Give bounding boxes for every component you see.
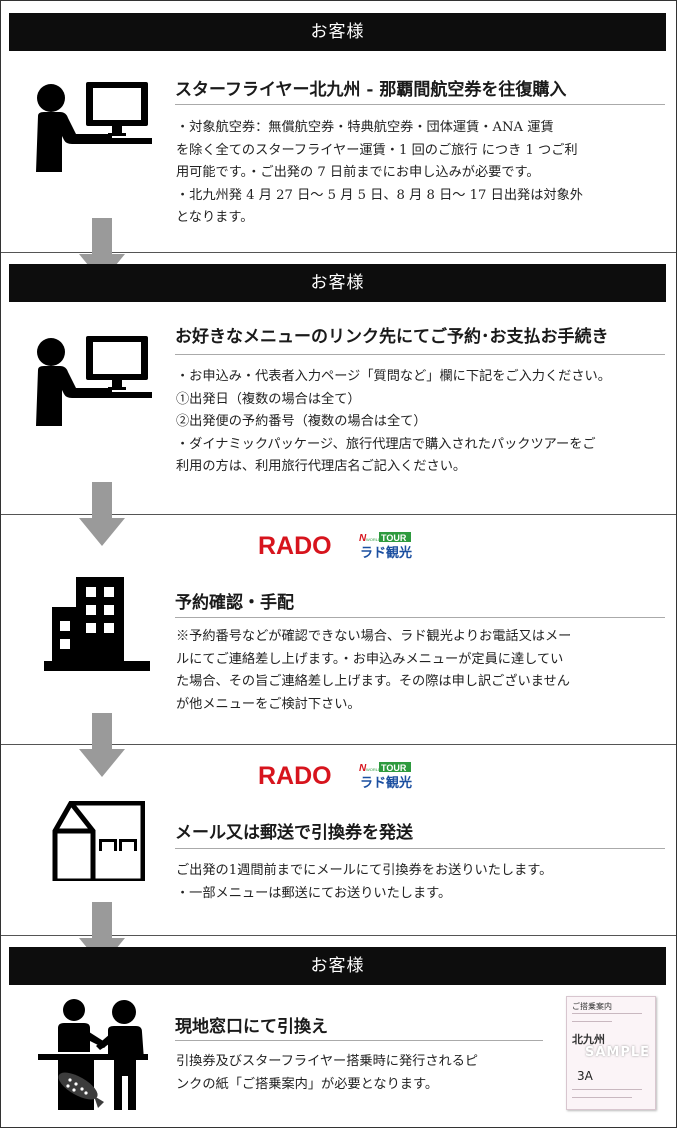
separator (1, 252, 676, 253)
step-3-body: ※予約番号などが確認できない場合、ラド観光よりお電話又はメー ルにてご連絡差し上… (176, 626, 666, 716)
logo-jp: ラド観光 (360, 775, 412, 791)
person-computer-icon (36, 336, 152, 426)
building-icon (44, 577, 150, 671)
step-4-body: ご出発の1週間前までにメールにて引換券をお送りいたします。 ・一部メニューは郵送… (176, 860, 666, 905)
step-1-rule (175, 104, 665, 105)
arrow-down-icon (79, 713, 125, 777)
step-1-line: を除く全てのスターフライヤー運賃・1 回のご旅行 につき 1 つご利 (176, 142, 578, 158)
step-2-line: 利用の方は、利用旅行代理店名ご記入ください。 (176, 459, 467, 474)
logo-small-tour: TOUR (381, 763, 407, 773)
separator (1, 514, 676, 515)
step-5-bar: お客様 (9, 947, 666, 985)
step-5-line: ンクの紙「ご搭乗案内」が必要となります。 (176, 1076, 439, 1092)
step-5-body: 引換券及びスターフライヤー搭乗時に発行されるピ ンクの紙「ご搭乗案内」が必要とな… (176, 1051, 556, 1096)
rado-logo: RADO N WORLD TOUR ラド観光 (258, 762, 412, 791)
step-5-rule (175, 1040, 543, 1041)
logo-small-n: N (359, 763, 367, 774)
step-2-body: ・お申込み・代表者入力ページ「質問など」欄に下記をご入力ください。 ①出発日（複… (176, 366, 666, 479)
step-2-title: お好きなメニューのリンク先にてご予約･お支払お手続き (175, 327, 609, 347)
logo-jp: ラド観光 (360, 545, 412, 561)
ticket-city: 北九州 (572, 1033, 605, 1046)
logo-small-tour: TOUR (381, 533, 407, 543)
logo-main: RADO (258, 532, 332, 560)
house-icon (52, 801, 145, 881)
person-computer-icon (36, 82, 152, 172)
step-5-line: 引換券及びスターフライヤー搭乗時に発行されるピ (176, 1054, 479, 1069)
step-5-title: 現地窓口にて引換え (175, 1017, 328, 1037)
separator (1, 935, 676, 936)
step-3-line: ルにてご連絡差し上げます。・お申込みメニューが定員に達してい (176, 651, 564, 667)
logo-small-n: N (359, 533, 367, 544)
step-2-line: ①出発日（複数の場合は全て） (176, 391, 361, 407)
logo-small-world: WORLD (366, 537, 381, 542)
step-2-rule (175, 354, 665, 355)
step-1-body: ・対象航空券：無償航空券・特典航空券・団体運賃・ANA 運賃 を除く全てのスター… (176, 117, 666, 230)
step-1-title: スターフライヤー北九州 - 那覇間航空券を往復購入 (175, 80, 567, 100)
logo-main: RADO (258, 762, 332, 790)
step-3-rule (175, 617, 665, 618)
ticket-rule (572, 1013, 642, 1014)
step-3-line: ※予約番号などが確認できない場合、ラド観光よりお電話又はメー (176, 629, 572, 644)
step-2-line: ・ダイナミックパッケージ、旅行代理店で購入されたパックツアーをご (176, 436, 596, 452)
ticket-title: ご搭乗案内 (572, 1002, 612, 1011)
step-1-line: ・対象航空券：無償航空券・特典航空券・団体運賃・ANA 運賃 (176, 120, 554, 135)
step-2-line: ・お申込み・代表者入力ページ「質問など」欄に下記をご入力ください。 (176, 369, 611, 384)
step-4-line: ・一部メニューは郵送にてお送りいたします。 (176, 885, 452, 901)
separator (1, 744, 676, 745)
ticket-rule (572, 1089, 642, 1090)
ticket-rule (572, 1097, 632, 1098)
step-3-title: 予約確認・手配 (175, 593, 294, 613)
counter-exchange-icon (38, 999, 148, 1110)
step-4-line: ご出発の1週間前までにメールにて引換券をお送りいたします。 (176, 863, 553, 878)
step-1-bar: お客様 (9, 13, 666, 51)
logo-small-world: WORLD (366, 767, 381, 772)
step-4-rule (175, 848, 665, 849)
step-4-title: メール又は郵送で引換券を発送 (175, 823, 413, 843)
boarding-pass-sample-image: ご搭乗案内 北九州 SAMPLE 3A (566, 996, 656, 1110)
step-1-line: となります。 (176, 210, 254, 225)
step-3-line: た場合、その旨ご連絡差し上げます。その際は申し訳ございません (176, 674, 570, 689)
ticket-sample-stamp: SAMPLE (585, 1045, 651, 1060)
step-1-line: 用可能です。・ご出発の 7 日前までにお申し込みが必要です。 (176, 165, 540, 180)
arrow-down-icon (79, 482, 125, 546)
rado-logo: RADO N WORLD TOUR ラド観光 (258, 532, 412, 561)
step-2-bar: お客様 (9, 264, 666, 302)
step-2-line: ②出発便の予約番号（複数の場合は全て） (176, 414, 427, 429)
ticket-seat: 3A (577, 1069, 593, 1083)
step-1-line: ・北九州発 4 月 27 日～ 5 月 5 日、8 月 8 日～ 17 日出発は… (176, 187, 583, 203)
step-3-line: が他メニューをご検討下さい。 (176, 696, 361, 712)
ticket-rule (572, 1021, 612, 1022)
